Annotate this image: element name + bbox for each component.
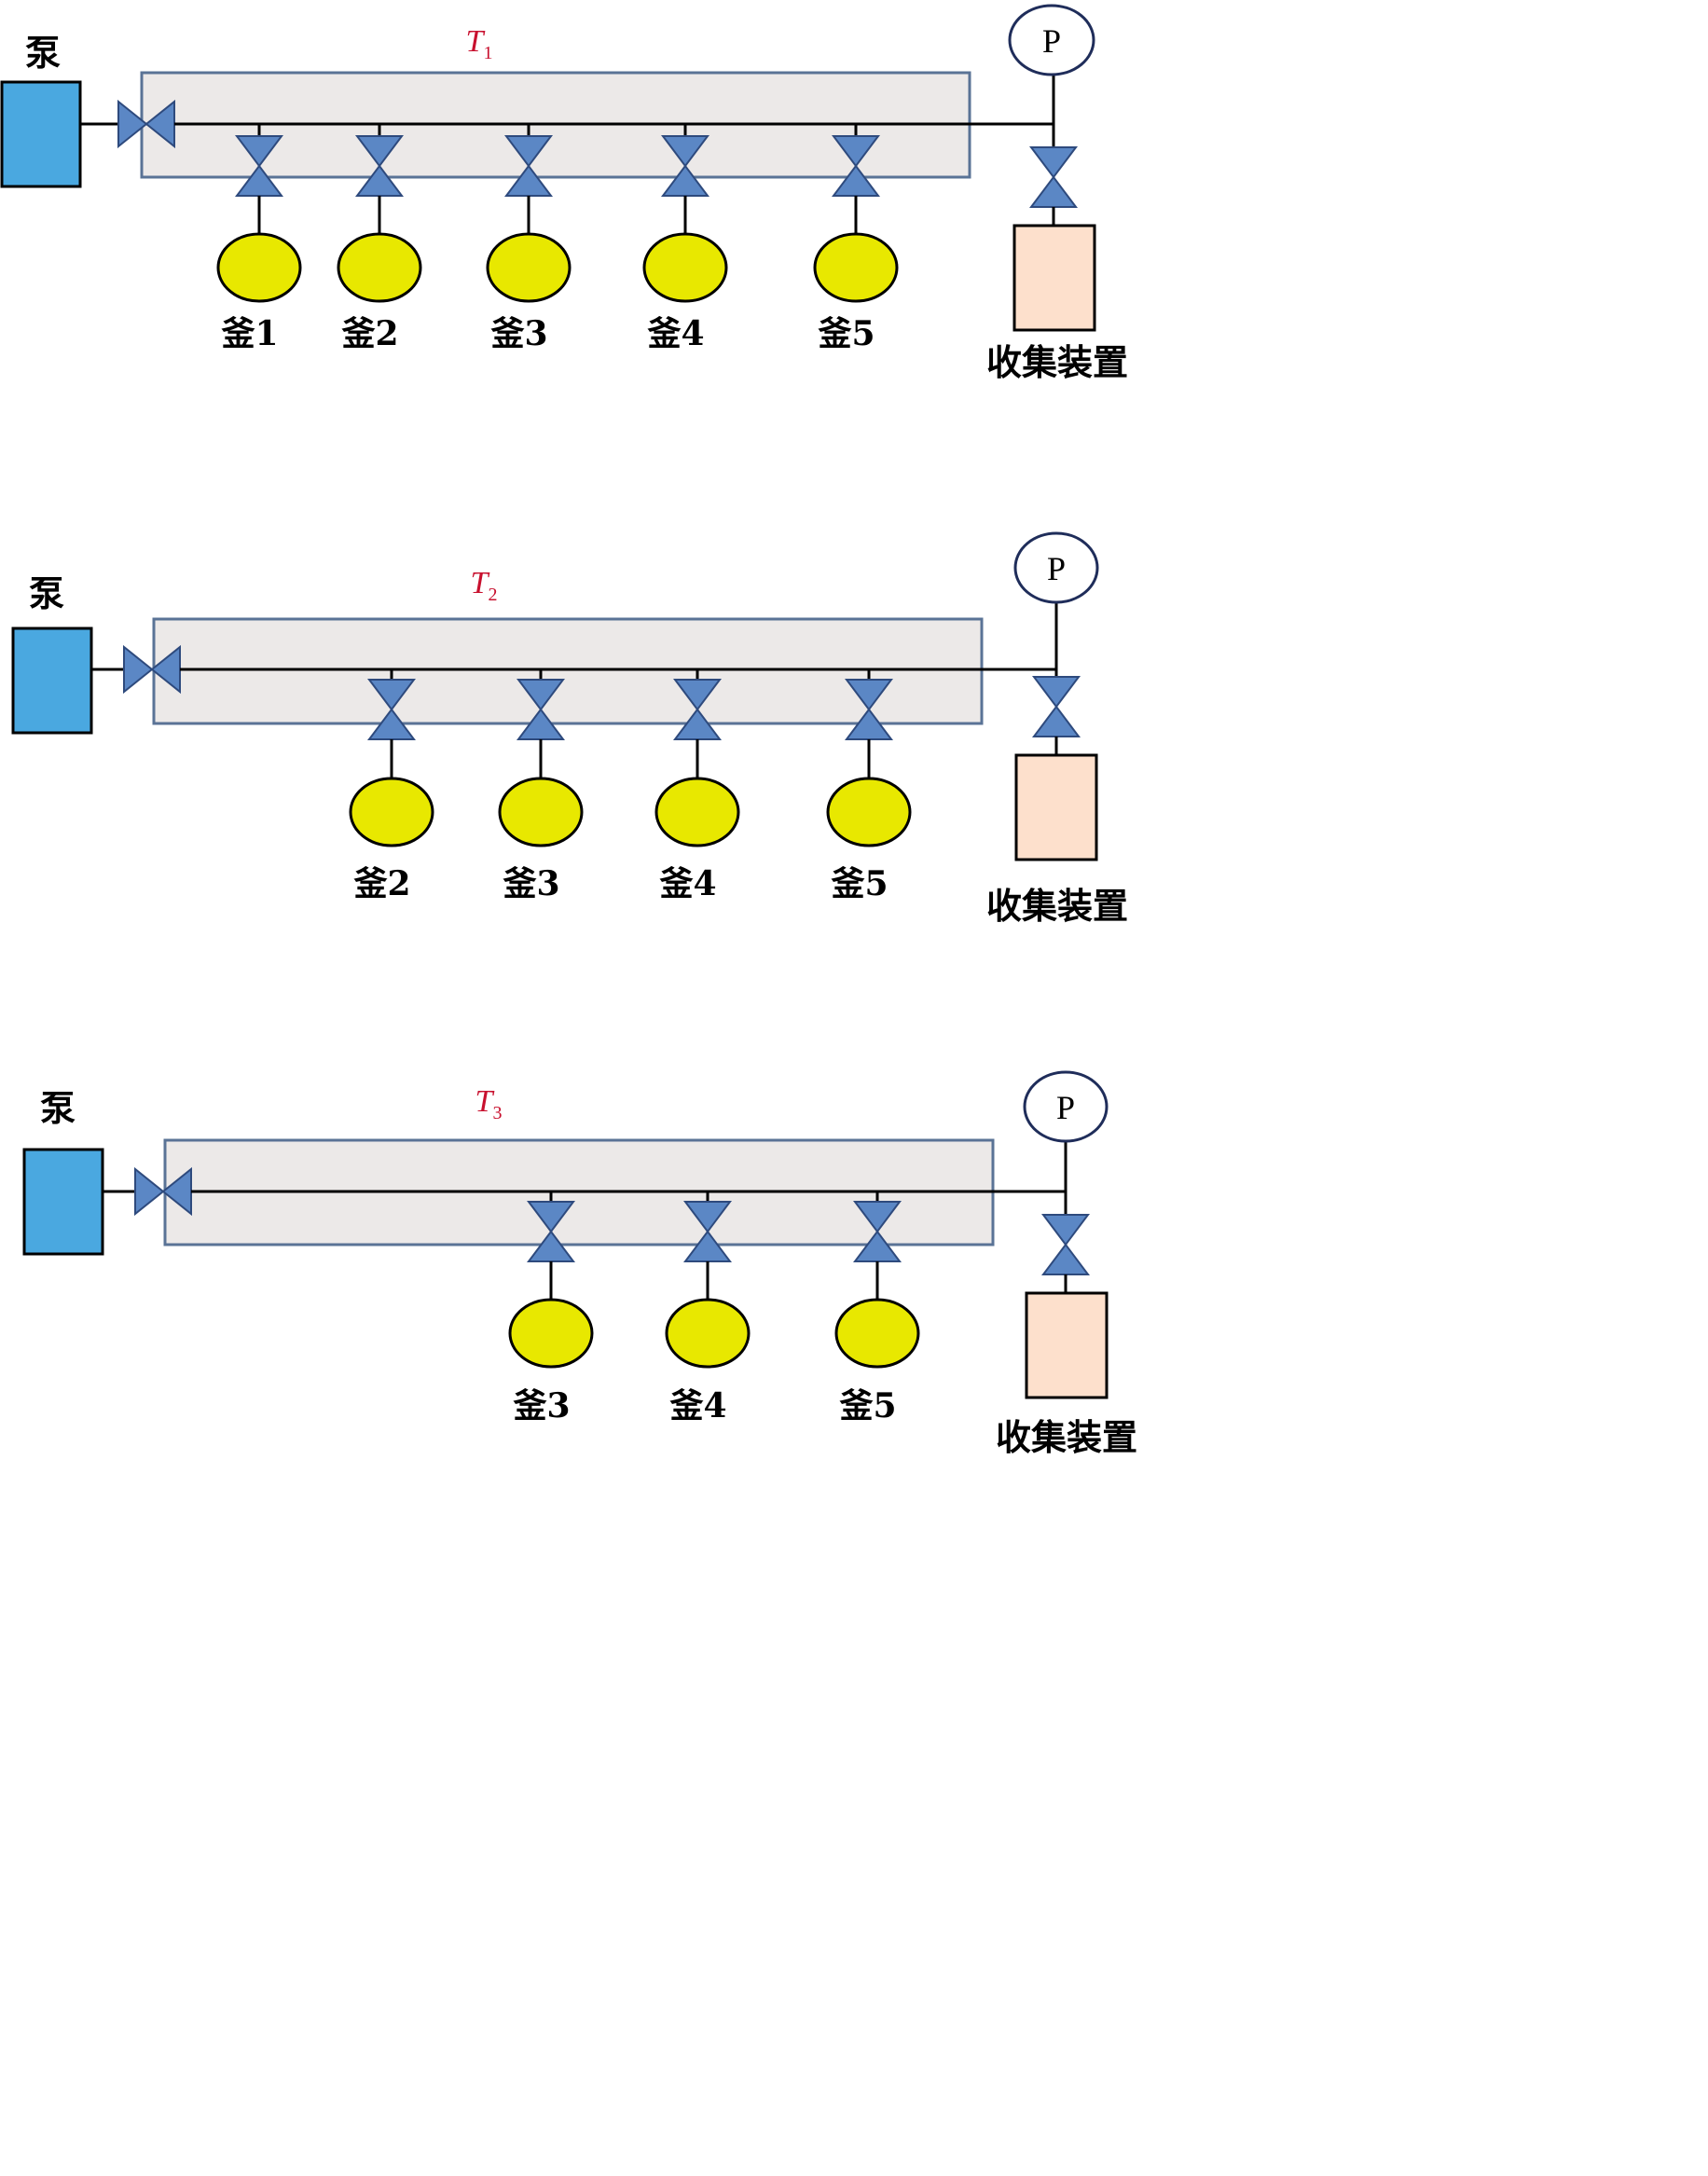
valve-upper-triangle	[517, 679, 565, 711]
kettle-branch: 釜4	[654, 669, 740, 903]
valve-upper-triangle	[1029, 146, 1078, 179]
valve-left-triangle	[117, 99, 148, 149]
system-3: T3 泵 P 收集装置 釜3 釜4 釜5	[22, 1070, 1137, 1458]
kettle-label: 釜4	[668, 1386, 726, 1425]
kettle-vessel	[813, 232, 899, 303]
oven-label-letter: T	[466, 24, 486, 59]
pump-box	[22, 1148, 104, 1256]
kettle-label: 釜4	[646, 314, 704, 353]
kettle-valve	[683, 1201, 732, 1262]
pressure-gauge-label: P	[1047, 550, 1066, 587]
kettle-label: 釜2	[340, 314, 398, 353]
system-2: T2 泵 P 收集装置 釜2 釜3 釜4 釜5	[11, 531, 1128, 927]
collection-device-label: 收集装置	[986, 341, 1128, 383]
outlet-valve	[1041, 1214, 1090, 1275]
valve-upper-triangle	[235, 135, 283, 168]
outlet-valve	[1032, 676, 1081, 737]
kettle-valve	[673, 679, 722, 740]
collection-device	[1012, 224, 1096, 332]
oven-label-index: 3	[492, 1103, 502, 1123]
kettle-vessel	[337, 232, 422, 303]
kettle-branch: 釜2	[337, 124, 422, 353]
oven-label: T3	[475, 1084, 503, 1123]
kettle-valve	[517, 679, 565, 740]
pump-box	[11, 627, 93, 735]
pump-box	[0, 80, 82, 188]
valve-upper-triangle	[661, 135, 709, 168]
oven-label-index: 1	[483, 43, 492, 63]
kettle-vessel	[834, 1298, 920, 1369]
kettle-branch: 釜2	[349, 669, 434, 903]
kettle-label: 釜5	[817, 314, 875, 353]
inlet-valve	[134, 1166, 192, 1217]
kettle-label: 釜2	[352, 864, 410, 903]
valve-left-triangle	[123, 644, 154, 695]
oven-label-index: 2	[488, 585, 497, 605]
valve-upper-triangle	[527, 1201, 575, 1233]
pump-label: 泵	[29, 572, 64, 614]
kettle-vessel	[665, 1298, 751, 1369]
kettle-vessel	[349, 777, 434, 847]
valve-upper-triangle	[355, 135, 404, 168]
kettle-vessel	[642, 232, 728, 303]
kettle-branch: 釜3	[486, 124, 572, 353]
kettle-branch: 釜5	[834, 1191, 920, 1425]
valve-left-triangle	[134, 1166, 165, 1217]
valve-upper-triangle	[673, 679, 722, 711]
kettle-label: 釜5	[838, 1386, 896, 1425]
inlet-valve	[123, 644, 181, 695]
valve-upper-triangle	[683, 1201, 732, 1233]
pressure-gauge-label: P	[1056, 1089, 1075, 1126]
oven-label: T1	[466, 24, 493, 63]
valve-upper-triangle	[1032, 676, 1081, 709]
oven-label: T2	[471, 566, 498, 605]
collection-device-label: 收集装置	[986, 885, 1128, 927]
valve-upper-triangle	[367, 679, 416, 711]
pressure-gauge	[1008, 4, 1095, 76]
kettle-valve	[853, 1201, 902, 1262]
kettle-label: 釜3	[489, 314, 547, 353]
valve-lower-triangle	[1029, 175, 1078, 208]
kettle-branch: 釜1	[216, 124, 302, 353]
kettle-vessel	[508, 1298, 594, 1369]
oven-label-letter: T	[475, 1084, 495, 1119]
collection-device	[1014, 753, 1098, 861]
collection-device-label: 收集装置	[996, 1416, 1137, 1458]
valve-lower-triangle	[1041, 1243, 1090, 1275]
valve-upper-triangle	[853, 1201, 902, 1233]
oven-chamber	[152, 617, 984, 725]
valve-upper-triangle	[845, 679, 893, 711]
pressure-gauge	[1023, 1070, 1109, 1143]
kettle-branch: 釜4	[642, 124, 728, 353]
kettle-label: 釜3	[502, 864, 559, 903]
kettle-label: 釜3	[512, 1386, 570, 1425]
kettle-label: 釜5	[830, 864, 888, 903]
pressure-gauge	[1013, 531, 1099, 604]
pump-label: 泵	[25, 32, 61, 74]
pump-label: 泵	[40, 1087, 76, 1129]
kettle-vessel	[498, 777, 584, 847]
kettle-vessel	[216, 232, 302, 303]
valve-upper-triangle	[832, 135, 880, 168]
kettle-vessel	[826, 777, 912, 847]
collection-device	[1025, 1291, 1109, 1399]
kettle-branch: 釜4	[665, 1191, 751, 1425]
kettle-label: 釜4	[658, 864, 716, 903]
pressure-gauge-label: P	[1042, 22, 1061, 60]
system-1: T1 泵 P 收集装置 釜1 釜2 釜3 釜4 釜5	[0, 4, 1128, 383]
valve-upper-triangle	[1041, 1214, 1090, 1246]
kettle-branch: 釜3	[508, 1191, 594, 1425]
kettle-label: 釜1	[220, 314, 278, 353]
valve-lower-triangle	[1032, 705, 1081, 737]
outlet-valve	[1029, 146, 1078, 208]
kettle-vessel	[654, 777, 740, 847]
kettle-branch: 釜5	[826, 669, 912, 903]
kettle-branch: 釜3	[498, 669, 584, 903]
kettle-branch: 釜5	[813, 124, 899, 353]
valve-upper-triangle	[504, 135, 553, 168]
oven-label-letter: T	[471, 566, 490, 600]
kettle-vessel	[486, 232, 572, 303]
